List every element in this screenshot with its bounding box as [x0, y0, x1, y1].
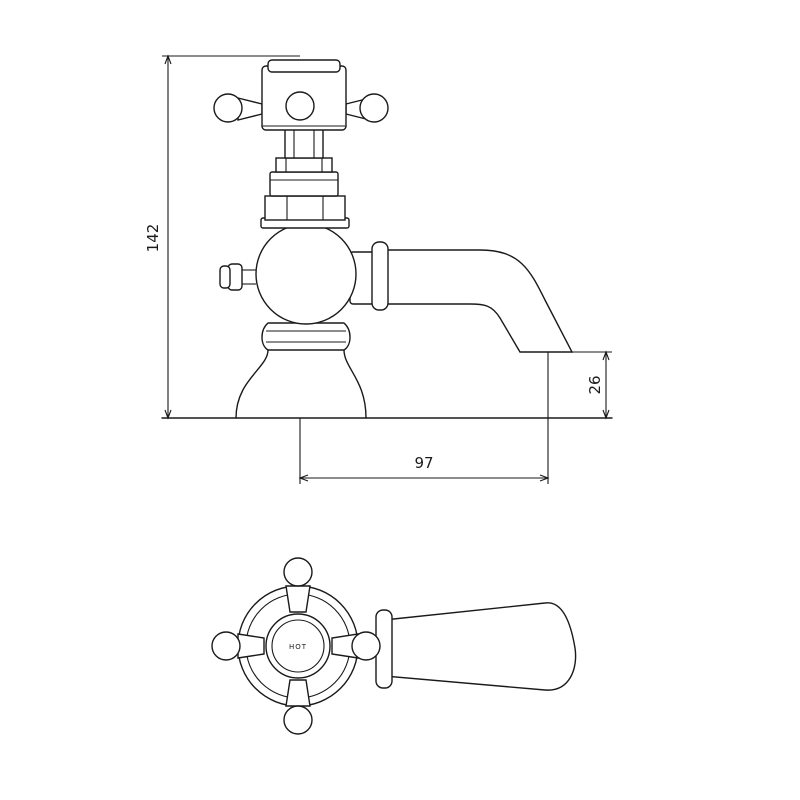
side-button [219, 263, 256, 291]
plan-ball-top [283, 557, 313, 587]
projection-dimension-label: 97 [414, 454, 433, 472]
plan-ball-left [211, 631, 241, 661]
base-bell [235, 349, 367, 419]
height-dimension-label: 142 [144, 224, 162, 253]
plan-ball-right [351, 631, 381, 661]
spout [379, 249, 574, 353]
cross-handle [213, 59, 389, 131]
plan-center-cap [265, 613, 331, 679]
plan-ball-bottom [283, 705, 313, 735]
headwork [269, 127, 339, 197]
collar [261, 322, 351, 351]
plan-view: HOT [211, 557, 577, 735]
side-elevation-view: 142 26 97 [144, 54, 613, 484]
spout-ring [371, 241, 389, 311]
spout-height-dimension-label: 26 [586, 375, 604, 394]
spout-plan [383, 602, 577, 691]
hex-nut [260, 195, 350, 229]
body-sphere [255, 223, 357, 325]
height-dimension: 142 [144, 54, 300, 420]
plan-cross-arms [237, 585, 359, 707]
spout-height-dimension: 26 [570, 350, 612, 420]
handle-label: HOT [289, 643, 307, 651]
projection-dimension: 97 [298, 352, 550, 484]
